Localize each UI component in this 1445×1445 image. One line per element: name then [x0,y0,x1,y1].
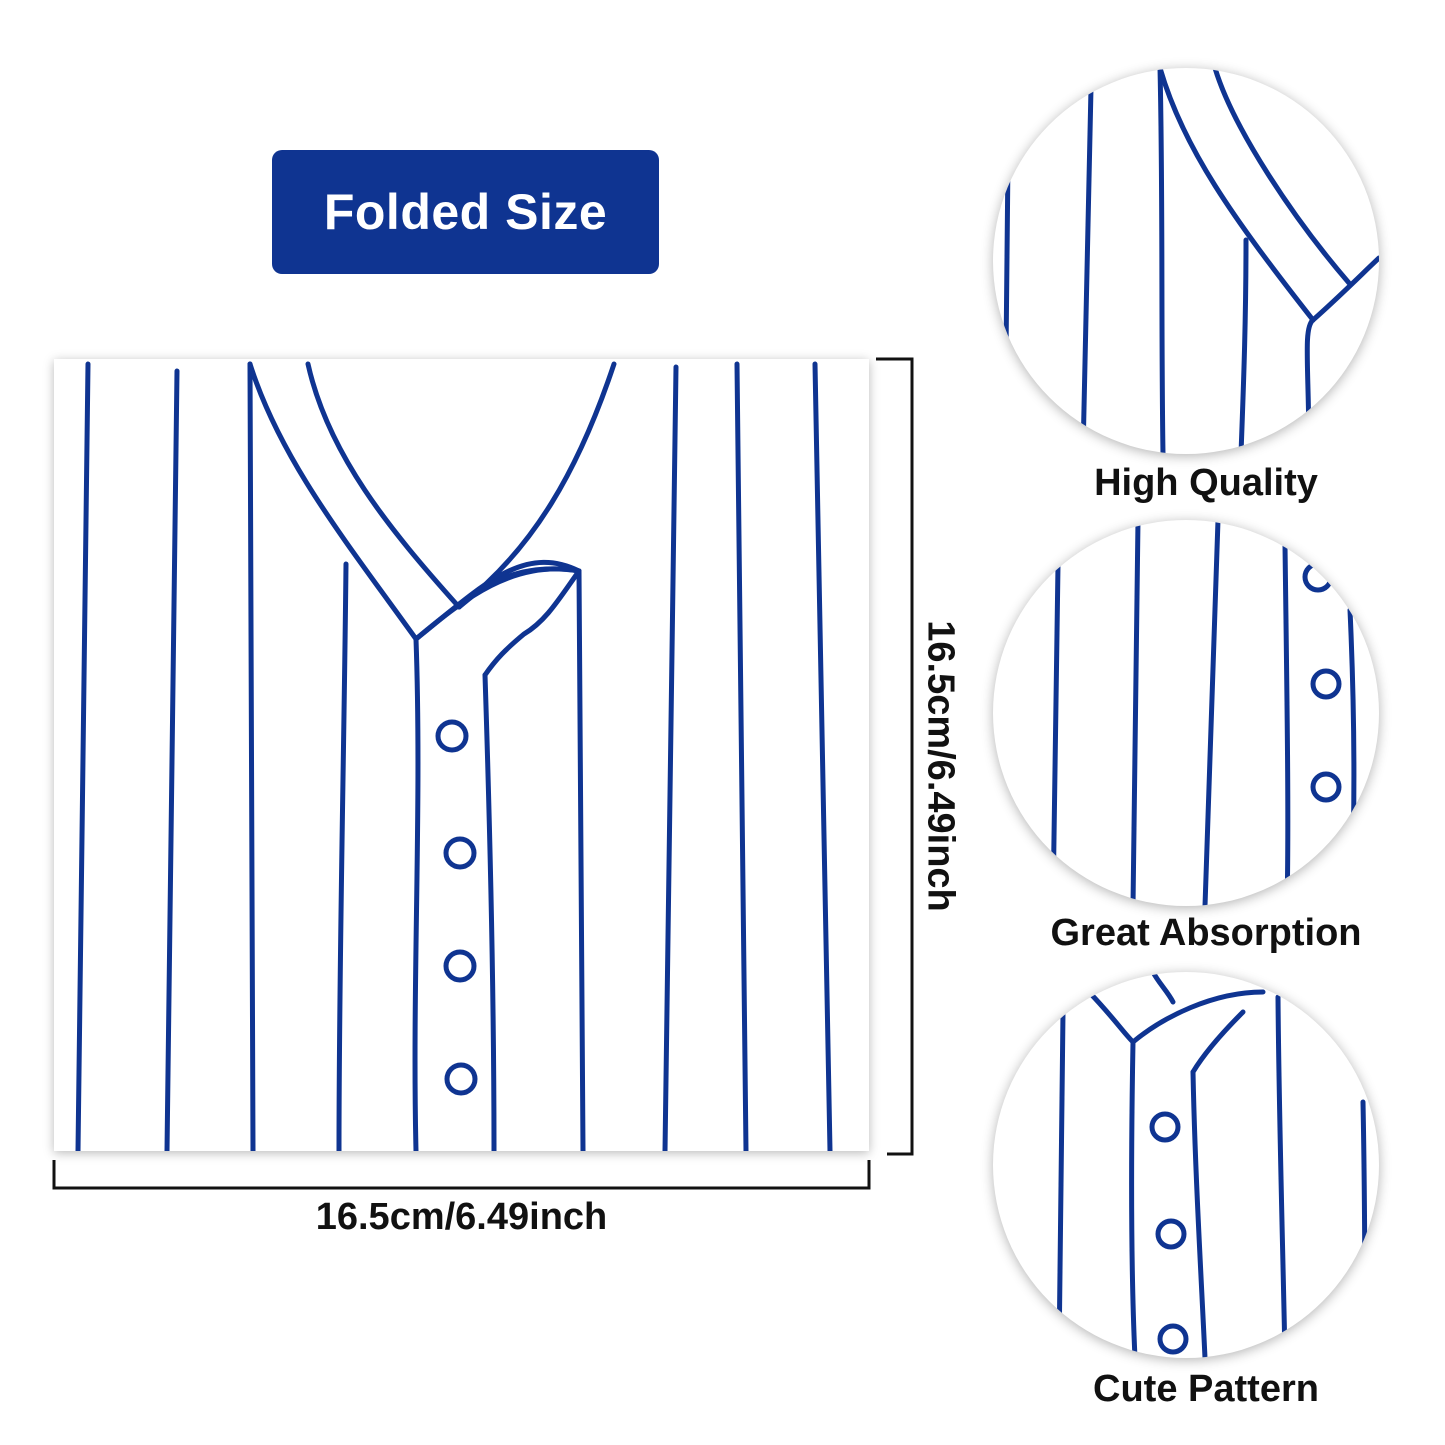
height-label: 16.5cm/6.49inch [919,620,962,912]
folded-size-label: Folded Size [323,184,608,240]
folded-size-badge: Folded Size [272,150,659,274]
placket-line-right [482,672,497,1151]
placket-line-left [412,636,421,1151]
collar-left-outer [247,361,419,642]
pinstripe [662,364,679,1151]
pinstripe [576,568,586,1151]
feature-caption-cute-pattern: Cute Pattern [1093,1368,1319,1410]
width-label: 16.5cm/6.49inch [315,1196,608,1238]
height-dimension-line [876,357,914,1156]
detail-circle-jersey [993,972,1379,1358]
placket-left-edge [456,566,582,610]
pinstripe [336,561,349,1151]
button-icon [444,1062,478,1096]
width-dimension-line [52,1160,871,1190]
button-icon [435,719,469,753]
button-icon [443,836,477,870]
pinstripe [734,361,749,1151]
collar-detail-pattern [1002,68,1379,454]
pinstripe [164,368,180,1151]
pinstripe [812,361,833,1151]
pinstripe [247,361,256,1151]
jersey-detail-pattern [1056,972,1368,1358]
button-icon [443,949,477,983]
collar-left-inner [305,361,462,610]
pinstripe [75,361,91,1151]
detail-circle-collar [993,68,1379,454]
feature-caption-great-absorption: Great Absorption [1050,912,1362,954]
napkin-image [54,359,869,1151]
placket-top-right [482,568,582,678]
detail-circle-buttons [993,520,1379,906]
feature-caption-high-quality: High Quality [1094,462,1318,504]
pinstripe-jersey-pattern [75,361,833,1151]
buttons-detail-pattern [1050,520,1357,906]
